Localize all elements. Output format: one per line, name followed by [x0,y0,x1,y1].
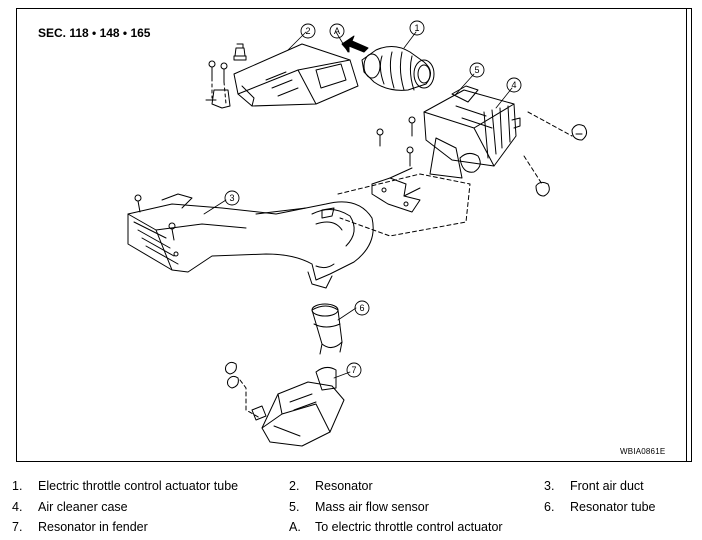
callout-3: 3 [229,193,234,203]
legend-item-3: 3.Front air duct [544,479,644,493]
resonator-tube-part [311,303,343,355]
legend-item-1: 1.Electric throttle control actuator tub… [12,479,239,493]
legend-item-6: 6.Resonator tube [544,500,656,514]
section-label: SEC. 118 • 148 • 165 [38,26,151,40]
callout-7: 7 [351,365,356,375]
callouts [224,20,522,378]
callout-2: 2 [305,26,310,36]
legend-item-5: 5.Mass air flow sensor [289,500,429,514]
legend-item-a: A.To electric throttle control actuator [289,520,503,534]
figure-frame [16,8,692,462]
legend-item-4: 4.Air cleaner case [12,500,128,514]
air-cleaner-part [337,85,588,237]
front-air-duct-part [127,193,374,289]
resonator-part [205,43,359,109]
resonator-in-fender-part [225,361,345,447]
callout-a: A [334,26,340,36]
leader-lines [203,31,513,379]
legend-item-2: 2.Resonator [289,479,373,493]
callout-6: 6 [359,303,364,313]
actuator-tube-part [341,35,435,91]
figure-code: WBIA0861E [620,447,666,456]
callout-4: 4 [511,80,516,90]
callout-1: 1 [414,23,419,33]
legend-item-7: 7.Resonator in fender [12,520,148,534]
exploded-diagram: 1 2 3 4 5 6 7 A [127,20,588,447]
callout-5: 5 [474,65,479,75]
